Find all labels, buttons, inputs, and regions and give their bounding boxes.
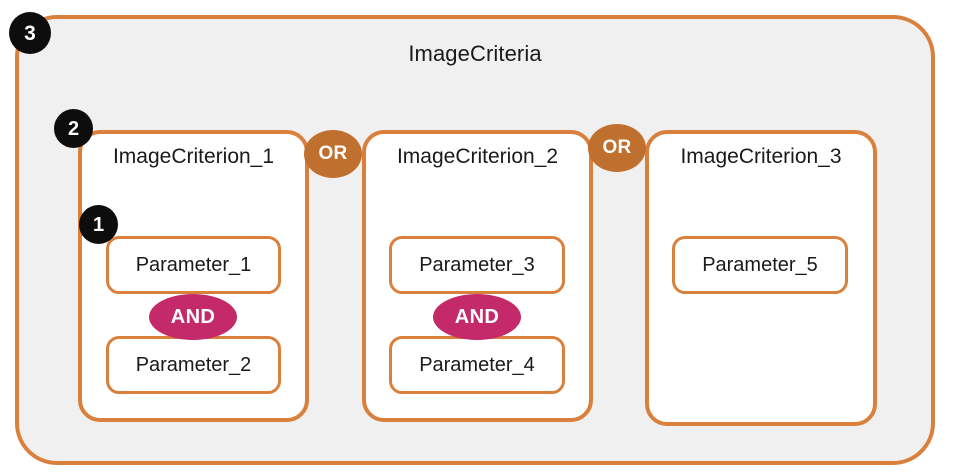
parameter-5-label: Parameter_5 [702, 253, 818, 276]
and-operator-criterion-1: AND [149, 294, 237, 340]
parameter-4-label: Parameter_4 [419, 353, 535, 376]
parameter-1-box[interactable]: Parameter_1 [106, 236, 281, 294]
level-badge-2-label: 2 [67, 117, 80, 140]
parameter-4-box[interactable]: Parameter_4 [389, 336, 565, 394]
parameter-5-box[interactable]: Parameter_5 [672, 236, 848, 294]
parameter-3-label: Parameter_3 [419, 253, 535, 276]
image-criterion-3-title: ImageCriterion_3 [680, 145, 842, 168]
level-badge-3-label: 3 [24, 21, 36, 45]
or-operator-1-2: OR [304, 130, 362, 178]
image-criterion-1-title: ImageCriterion_1 [112, 145, 275, 168]
and-operator-label: AND [170, 305, 216, 328]
image-criteria-title: ImageCriteria [408, 41, 542, 66]
level-badge-1-label: 1 [92, 213, 105, 236]
or-operator-label: OR [602, 137, 632, 158]
level-badge-1: 1 [79, 205, 118, 244]
image-criterion-2-title: ImageCriterion_2 [396, 145, 559, 168]
parameter-1-label: Parameter_1 [135, 253, 252, 276]
parameter-2-box[interactable]: Parameter_2 [106, 336, 281, 394]
and-operator-label: AND [454, 305, 500, 328]
parameter-3-box[interactable]: Parameter_3 [389, 236, 565, 294]
and-operator-criterion-2: AND [433, 294, 521, 340]
or-operator-label: OR [318, 143, 348, 164]
parameter-2-label: Parameter_2 [135, 353, 252, 376]
level-badge-3: 3 [9, 12, 51, 54]
level-badge-2: 2 [54, 109, 93, 148]
or-operator-2-3: OR [588, 124, 646, 172]
